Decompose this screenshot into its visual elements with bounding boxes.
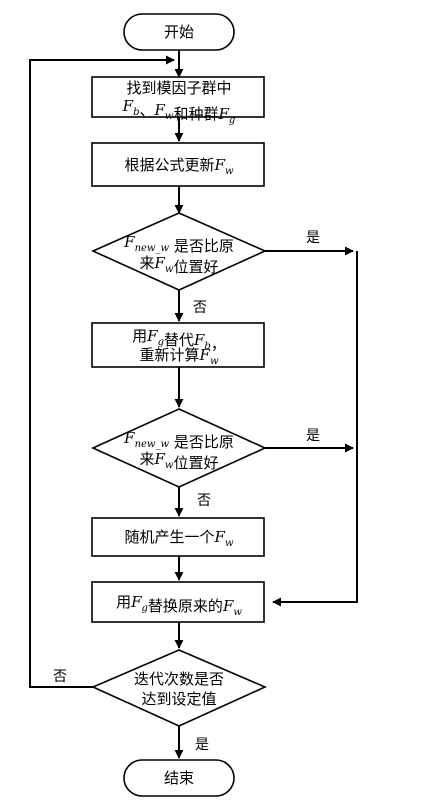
connector-decision3-no-loop: [29, 55, 175, 688]
step4-box: [91, 517, 265, 557]
step3-label-line2: 重新计算Fw: [140, 346, 219, 367]
decision1-yes-label: 是: [306, 230, 320, 246]
step4-label: 随机产生一个Fw: [125, 528, 234, 549]
end-label: 结束: [164, 769, 194, 787]
step5-label: 用Fg替换原来的Fw: [116, 593, 242, 618]
right-bus-line: [272, 251, 358, 607]
decision1-no-label: 否: [193, 300, 207, 316]
step5-box: [91, 581, 265, 623]
step2-label: 根据公式更新Fw: [125, 156, 234, 177]
decision2-diamond: [91, 408, 267, 488]
decision2-label-line2: 来Fw位置好: [139, 450, 218, 472]
step2-box: [91, 142, 265, 187]
step1-label-line2: Fb、Fw和种群Fg: [122, 97, 236, 126]
end-terminal: [123, 759, 235, 797]
decision2-yes-label: 是: [306, 428, 320, 444]
decision2-no-label: 否: [197, 493, 211, 509]
decision2-label-line1: Fnew_w 是否比原: [123, 429, 234, 451]
decision3-diamond: [91, 649, 267, 727]
step3-box: [91, 322, 265, 368]
decision1-label-line1: Fnew_w 是否比原: [123, 233, 234, 255]
decision3-yes-label: 是: [195, 737, 209, 753]
step3-label-line1: 用Fg替代Fb，: [132, 327, 226, 353]
step1-box: [91, 76, 265, 118]
decision3-label-line2: 达到设定值: [141, 690, 216, 708]
decision3-no-label: 否: [53, 669, 67, 685]
decision3-label-line1: 迭代次数是否: [134, 670, 224, 688]
decision1-diamond: [91, 212, 267, 291]
decision1-label-line2: 来Fw位置好: [139, 254, 218, 276]
start-label: 开始: [164, 23, 194, 41]
start-terminal: [123, 13, 235, 51]
step1-label-line1: 找到模因子群中: [126, 79, 231, 97]
